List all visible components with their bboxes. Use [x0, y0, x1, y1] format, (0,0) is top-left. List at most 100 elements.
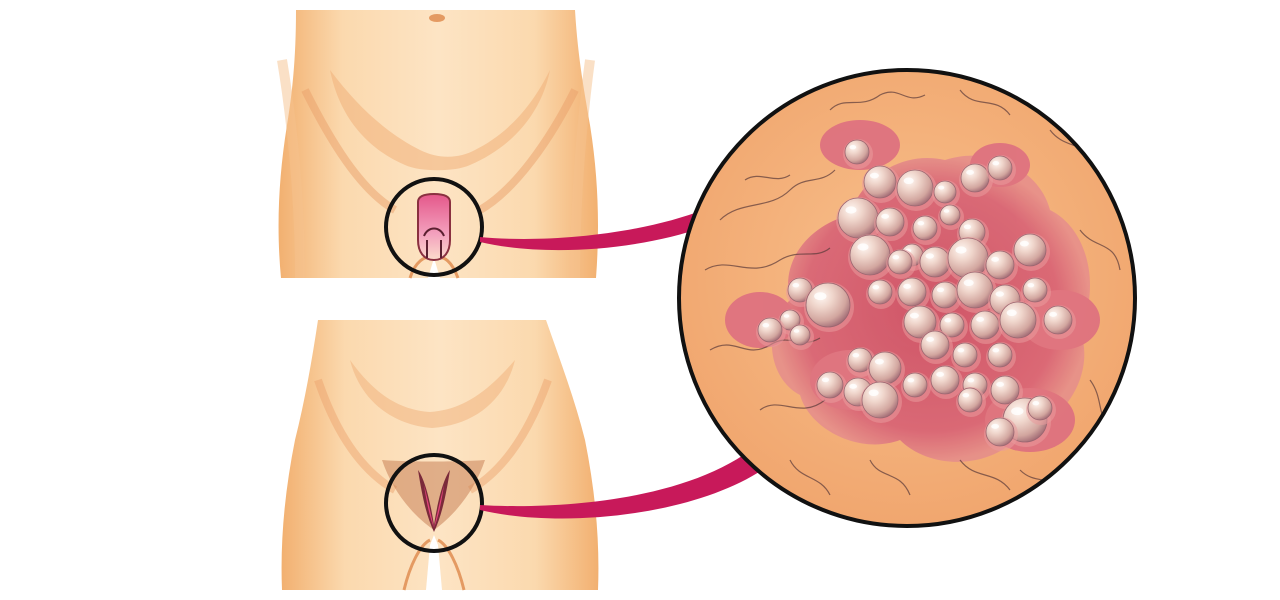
blister-highlight: [963, 279, 974, 287]
blister-highlight: [976, 316, 985, 322]
blister-highlight: [1049, 311, 1058, 317]
blister-highlight: [943, 209, 950, 213]
blister: [952, 342, 978, 368]
blister-highlight: [991, 256, 1000, 262]
blister: [987, 155, 1013, 181]
male-hip-left: [277, 59, 305, 279]
blister: [919, 246, 951, 278]
blister-highlight: [917, 221, 925, 226]
blister: [1022, 277, 1048, 303]
female-leg-gap: [426, 535, 442, 590]
blister-highlight: [992, 161, 1000, 166]
blister-highlight: [792, 283, 800, 288]
male-groin-line-left: [301, 88, 398, 214]
blister-highlight: [821, 377, 830, 383]
blister-highlight: [852, 353, 860, 358]
blister: [970, 310, 1000, 340]
blister: [912, 215, 938, 241]
blister: [867, 279, 893, 305]
blister: [875, 207, 905, 237]
blister: [868, 351, 902, 385]
blister: [849, 234, 891, 276]
blister-highlight: [762, 323, 770, 328]
blister-highlight: [996, 381, 1005, 387]
blister: [863, 165, 897, 199]
female-groin-line-left: [314, 378, 398, 494]
blister: [931, 281, 959, 309]
female-inner-thigh-right: [437, 538, 466, 591]
blister-highlight: [1027, 283, 1035, 288]
blister-highlight: [1006, 309, 1017, 317]
female-inner-thigh-left: [402, 538, 431, 591]
blister-highlight: [868, 389, 879, 397]
blister-highlight: [857, 243, 869, 251]
male-navel: [429, 14, 445, 22]
blister-highlight: [944, 318, 952, 323]
blister: [930, 365, 960, 395]
blister-highlight: [903, 283, 912, 289]
male-focus-circle: [384, 177, 484, 277]
blister-highlight: [845, 206, 857, 214]
male-genital: [417, 192, 451, 262]
blister: [789, 324, 811, 346]
blister-highlight: [869, 172, 879, 179]
male-torso-body: [278, 10, 598, 278]
blister: [1013, 233, 1047, 267]
blister-highlight: [1019, 240, 1029, 247]
female-abdomen-shading: [350, 360, 515, 428]
blister: [844, 139, 870, 165]
blister: [985, 417, 1015, 447]
blister-highlight: [992, 348, 1000, 353]
female-pubic-area: [382, 460, 485, 530]
blister: [896, 169, 934, 207]
blister-highlight: [849, 145, 857, 150]
male-groin-line-right: [477, 88, 579, 214]
blister-highlight: [783, 314, 790, 318]
zoom-circle-outline: [677, 68, 1137, 528]
male-abdomen-shading: [330, 70, 550, 171]
blister-highlight: [903, 177, 914, 185]
blister: [897, 277, 927, 307]
blister-highlight: [892, 255, 900, 260]
blister: [805, 282, 851, 328]
female-groin-line-right: [467, 378, 552, 494]
blister-highlight: [874, 358, 884, 365]
blister: [816, 371, 844, 399]
blister-highlight: [849, 383, 858, 389]
blister-highlight: [967, 378, 975, 383]
blister: [939, 204, 961, 226]
blister-highlight: [966, 169, 975, 175]
female-focus-circle: [384, 453, 484, 553]
male-torso-figure: [277, 10, 598, 279]
blister: [837, 197, 879, 239]
female-genital: [418, 470, 450, 532]
blister: [960, 163, 990, 193]
blister-cluster: [756, 139, 1076, 451]
blister-highlight: [1011, 407, 1024, 416]
blister-highlight: [926, 336, 935, 342]
blister-highlight: [938, 185, 945, 190]
female-torso-figure: [281, 320, 599, 591]
blister-highlight: [907, 378, 915, 383]
blister-highlight: [991, 423, 1000, 429]
blister-highlight: [793, 329, 800, 333]
blister: [933, 180, 957, 204]
blister: [956, 271, 994, 309]
blister: [902, 372, 928, 398]
blister: [987, 342, 1013, 368]
blister-highlight: [963, 224, 972, 230]
blister-highlight: [872, 285, 880, 290]
blister-highlight: [955, 246, 967, 254]
blister-highlight: [925, 253, 934, 259]
blister-highlight: [814, 292, 827, 301]
blister-highlight: [936, 371, 945, 377]
blister-highlight: [909, 312, 919, 319]
blister-highlight: [936, 287, 945, 293]
blister-highlight: [881, 213, 890, 219]
blister: [1027, 395, 1053, 421]
blister-highlight: [995, 291, 1004, 297]
zoom-circle: [677, 68, 1137, 528]
blister: [999, 301, 1037, 339]
blister: [861, 381, 899, 419]
blister: [887, 249, 913, 275]
